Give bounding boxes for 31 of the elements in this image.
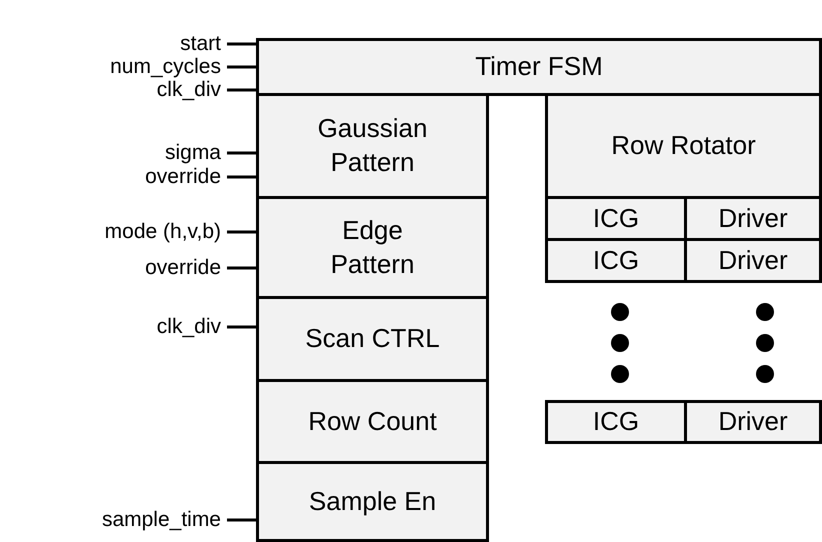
- signal-label: mode (h,v,b): [104, 221, 221, 242]
- signal-line: [227, 326, 256, 328]
- signal-label: clk_div: [156, 316, 221, 337]
- pattern-block: Gaussian Pattern: [256, 93, 489, 199]
- icg-cell: ICG: [545, 238, 687, 283]
- signal-label: num_cycles: [110, 56, 221, 77]
- signal-line: [227, 88, 256, 92]
- signal-label: override: [145, 166, 221, 187]
- signal-label: start: [180, 33, 221, 54]
- enable-block: Sample En: [256, 461, 489, 542]
- driver-cell: Driver: [684, 400, 822, 444]
- driver-cell: Driver: [684, 238, 822, 283]
- signal-label: sample_time: [102, 509, 221, 530]
- signal-line: [227, 176, 256, 178]
- icg-cell: ICG: [545, 400, 687, 444]
- signal-line: [227, 230, 256, 234]
- signal-label: override: [145, 257, 221, 278]
- signal-line: [227, 266, 256, 270]
- signal-line: [227, 42, 256, 46]
- signal-label: sigma: [164, 142, 221, 163]
- counter-block: Row Count: [256, 379, 489, 464]
- fsm-block: Timer FSM: [256, 38, 822, 96]
- signal-line: [227, 66, 256, 68]
- signal-line: [227, 518, 256, 522]
- control-block: Scan CTRL: [256, 296, 489, 382]
- pattern-block: Edge Pattern: [256, 196, 489, 299]
- rotator-block: Row Rotator: [545, 93, 822, 199]
- signal-label: clk_div: [156, 79, 221, 100]
- signal-line: [227, 152, 256, 154]
- icg-cell: ICG: [545, 196, 687, 241]
- driver-cell: Driver: [684, 196, 822, 241]
